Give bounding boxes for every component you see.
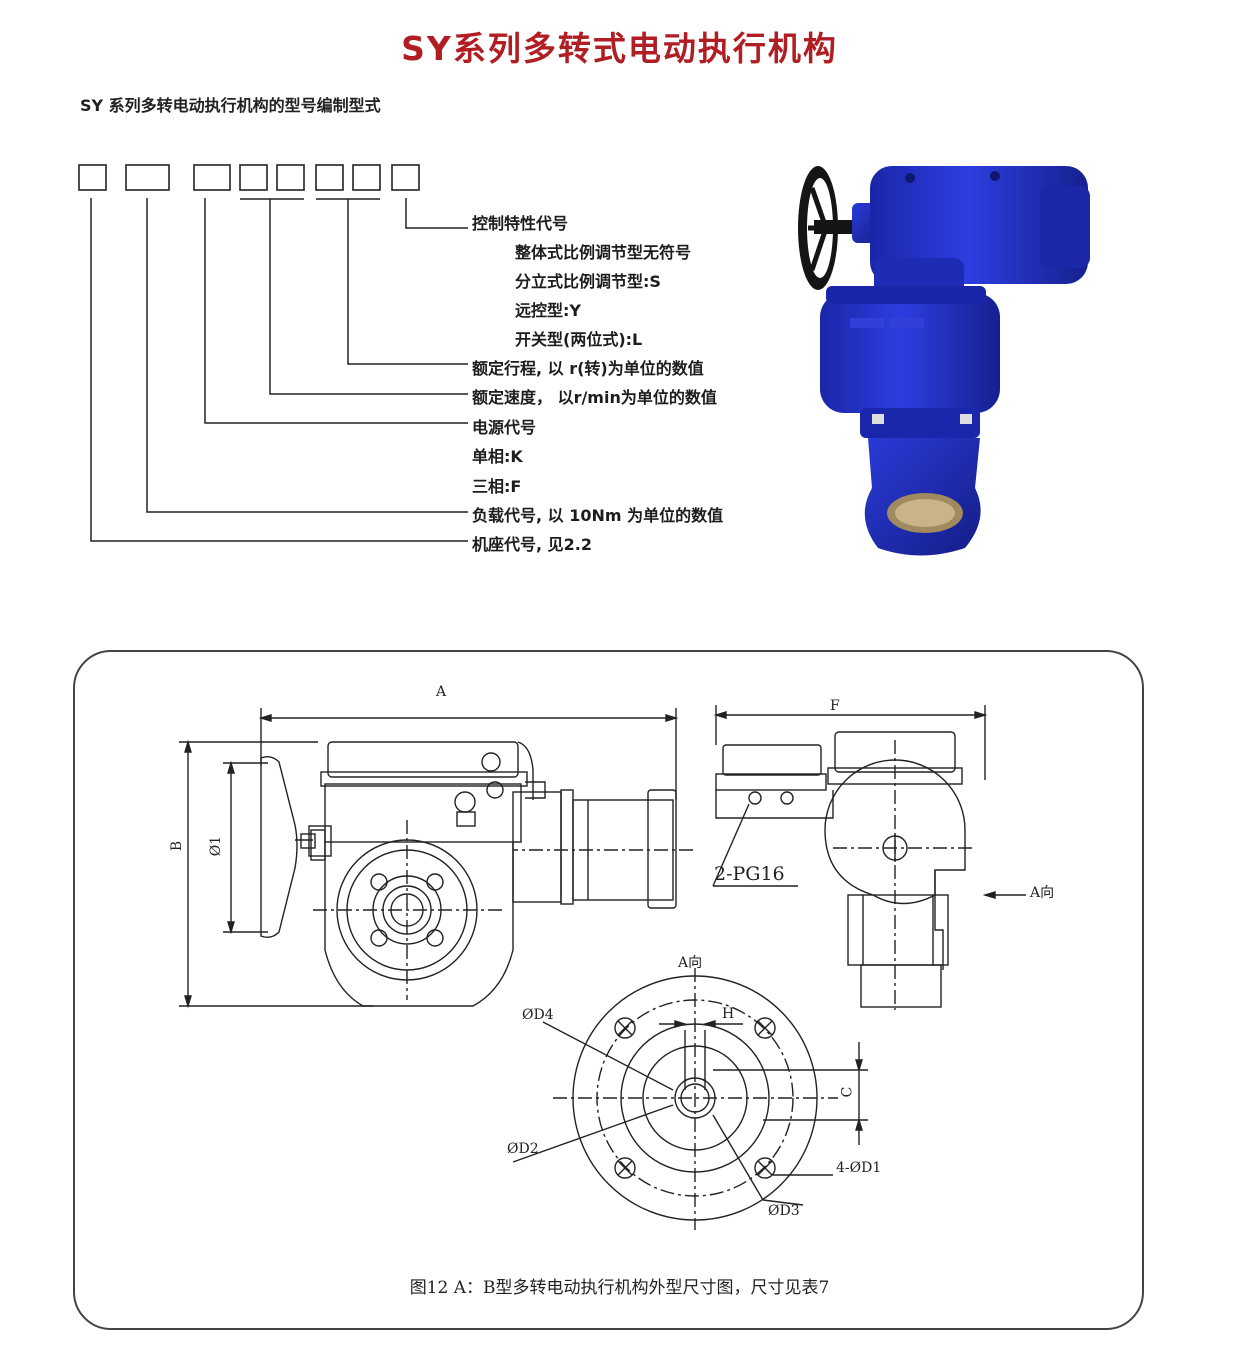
code-box-speed-2	[276, 164, 305, 191]
legend-switch-type: 开关型(两位式):L	[515, 330, 643, 349]
dim-label-b: B	[169, 840, 186, 852]
dim-label-f: F	[830, 698, 840, 714]
dim-label-a: A	[436, 684, 447, 700]
legend-rated-stroke: 额定行程, 以 r(转)为单位的数值	[472, 359, 704, 378]
legend-three-phase: 三相:F	[472, 477, 522, 496]
drawing-frame	[73, 650, 1144, 1330]
dim-label-d2: ØD2	[507, 1141, 539, 1157]
dim-label-d1: 4-ØD1	[836, 1160, 882, 1176]
dim-label-d3: ØD3	[768, 1203, 800, 1219]
dim-label-phi1: Ø1	[208, 835, 225, 857]
dim-label-c: C	[839, 1086, 856, 1098]
code-box-control	[391, 164, 420, 191]
page-title: SY系列多转式电动执行机构	[401, 29, 838, 68]
model-code-subtitle: SY 系列多转电动执行机构的型号编制型式	[80, 96, 381, 115]
legend-split-proportional: 分立式比例调节型:S	[515, 272, 661, 291]
code-box-stroke-1	[315, 164, 344, 191]
dim-label-h: H	[722, 1006, 735, 1022]
code-box-stroke-2	[352, 164, 381, 191]
figure-caption: 图12 A：B型多转电动执行机构外型尺寸图，尺寸见表7	[409, 1278, 830, 1298]
dir-label-side: A向	[1030, 885, 1055, 901]
dimension-drawing	[179, 705, 1026, 1230]
code-box-speed-1	[239, 164, 268, 191]
model-code-diagram	[78, 164, 468, 542]
code-box-load	[125, 164, 170, 191]
handwheel-icon	[798, 166, 856, 290]
dim-label-pg16: 2-PG16	[714, 863, 785, 885]
dir-label-view: A向	[678, 955, 703, 971]
legend-control-code: 控制特性代号	[472, 214, 569, 233]
model-code-legend: 控制特性代号 整体式比例调节型无符号 分立式比例调节型:S 远控型:Y 开关型(…	[0, 0, 1239, 600]
legend-integral-proportional: 整体式比例调节型无符号	[515, 243, 692, 262]
actuator-photo	[798, 166, 1090, 556]
legend-load-code: 负载代号, 以 10Nm 为单位的数值	[472, 506, 724, 525]
code-box-frame	[78, 164, 107, 191]
legend-frame-code: 机座代号, 见2.2	[472, 535, 592, 554]
legend-single-phase: 单相:K	[472, 447, 523, 466]
dim-label-d4: ØD4	[522, 1007, 554, 1023]
code-box-power	[193, 164, 231, 191]
legend-power-code: 电源代号	[472, 418, 537, 437]
legend-rated-speed: 额定速度， 以r/min为单位的数值	[472, 388, 717, 407]
legend-remote-control: 远控型:Y	[515, 301, 581, 320]
